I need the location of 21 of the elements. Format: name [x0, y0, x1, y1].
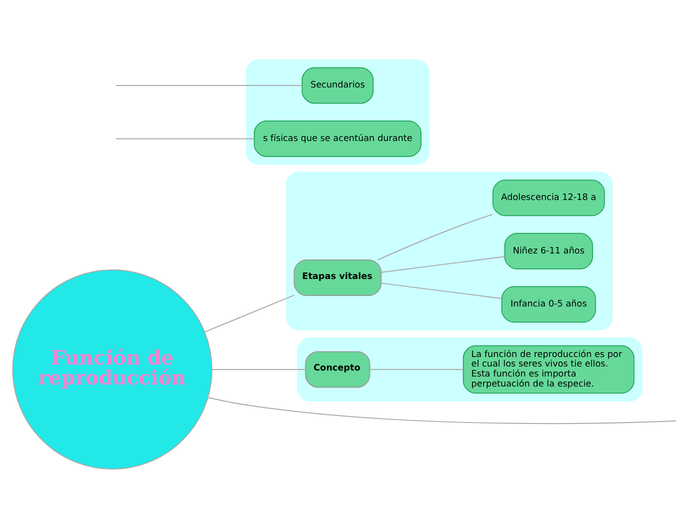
- node-box: s físicas que se acentúan durante: [254, 120, 422, 156]
- node-box: Adolescencia 12-18 a: [492, 179, 605, 216]
- cluster: [286, 171, 613, 330]
- connector: [204, 294, 295, 332]
- connector: [208, 396, 677, 424]
- cluster: [297, 336, 642, 401]
- node-circle: Función de reproducción: [12, 268, 212, 470]
- connector: [380, 282, 502, 298]
- connector: [377, 213, 494, 260]
- node-box: Niñez 6-11 años: [504, 232, 594, 269]
- connector: [369, 368, 464, 370]
- connector: [380, 256, 505, 272]
- cluster: [246, 58, 430, 164]
- node-box: La función de reproducción es por el cual los seres vivos tie ellos. Esta función es importa perpetuación de la especie.: [462, 344, 634, 394]
- connector: [115, 138, 255, 139]
- connector: [211, 368, 306, 370]
- node-box: Secundarios: [302, 66, 374, 104]
- node-box: Concepto: [305, 350, 370, 388]
- node-box: Etapas vitales: [294, 259, 382, 296]
- connector: [115, 84, 302, 86]
- node-box: Infancia 0-5 años: [501, 286, 596, 322]
